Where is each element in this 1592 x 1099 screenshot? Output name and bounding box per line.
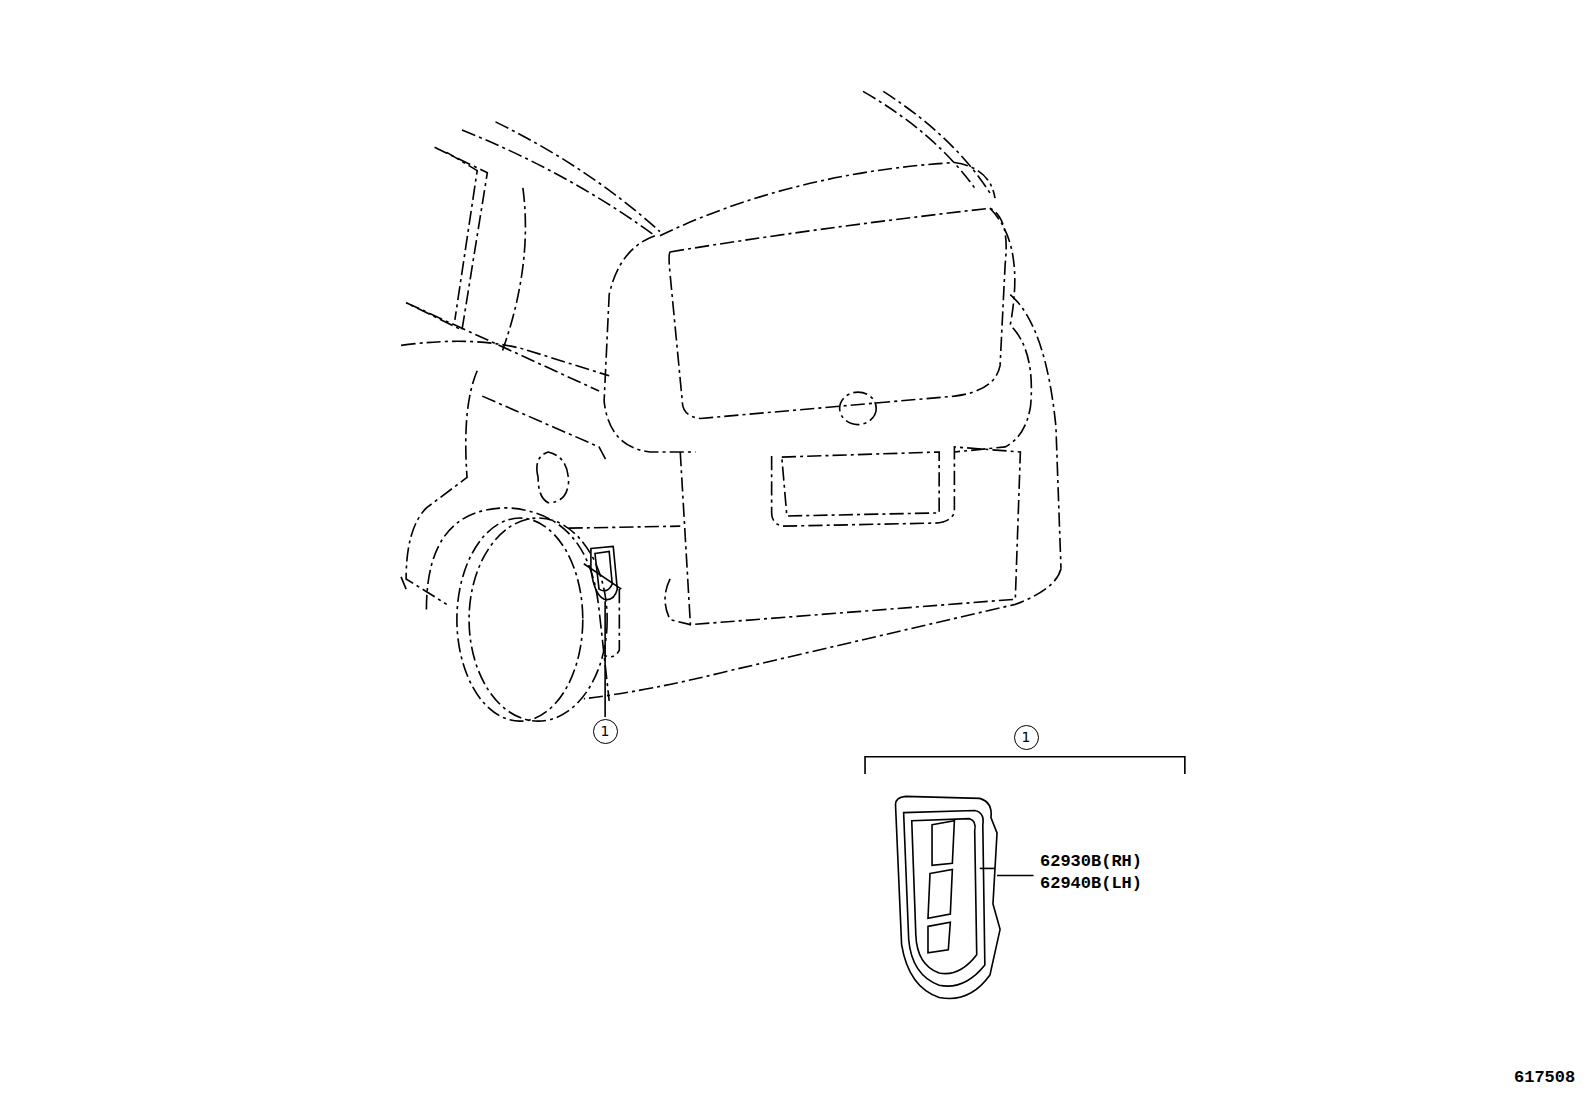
part-number: 62940B(LH): [1040, 875, 1142, 892]
part-number: 62930B(RH): [1040, 853, 1142, 870]
callout-number: 1: [601, 724, 610, 738]
callout-circle: 1: [593, 719, 618, 744]
callout-number: 1: [1022, 730, 1031, 744]
diagram-id: 617508: [1514, 1069, 1575, 1086]
callout-circle: 1: [1014, 725, 1039, 750]
